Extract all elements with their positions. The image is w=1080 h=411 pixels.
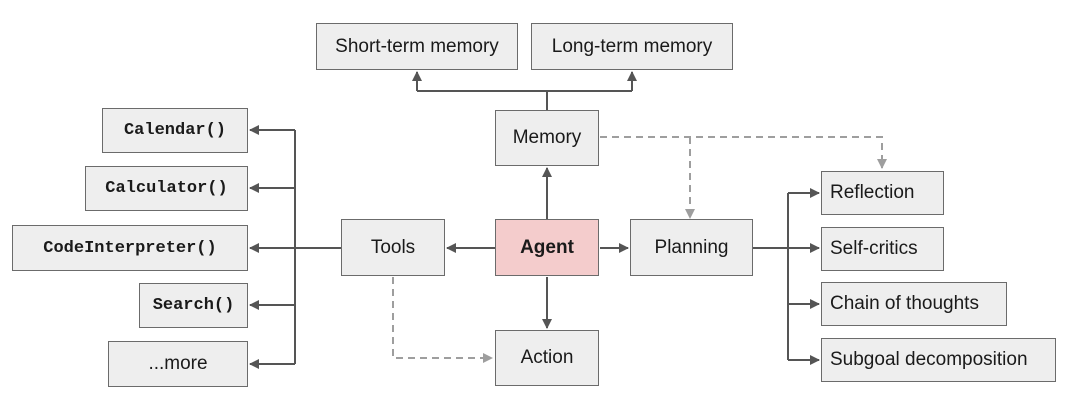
tool-calculator-box: Calculator() (85, 166, 248, 211)
long-term-memory-box: Long-term memory (531, 23, 733, 70)
plan-self-critics-box: Self-critics (821, 227, 944, 271)
short-term-memory-box: Short-term memory (316, 23, 518, 70)
tools-box: Tools (341, 219, 445, 276)
tool-more-box: ...more (108, 341, 248, 387)
planning-box: Planning (630, 219, 753, 276)
tool-search-box: Search() (139, 283, 248, 328)
tool-code-interpreter-box: CodeInterpreter() (12, 225, 248, 271)
plan-reflection-box: Reflection (821, 171, 944, 215)
dashed-tools-to-action (392, 277, 493, 363)
plan-subgoal-decomposition-box: Subgoal decomposition (821, 338, 1056, 382)
tool-calendar-box: Calendar() (102, 108, 248, 153)
dashed-memory-to-reflection (600, 136, 887, 169)
action-box: Action (495, 330, 599, 386)
memory-box: Memory (495, 110, 599, 166)
plan-chain-of-thoughts-box: Chain of thoughts (821, 282, 1007, 326)
agent-box: Agent (495, 219, 599, 276)
